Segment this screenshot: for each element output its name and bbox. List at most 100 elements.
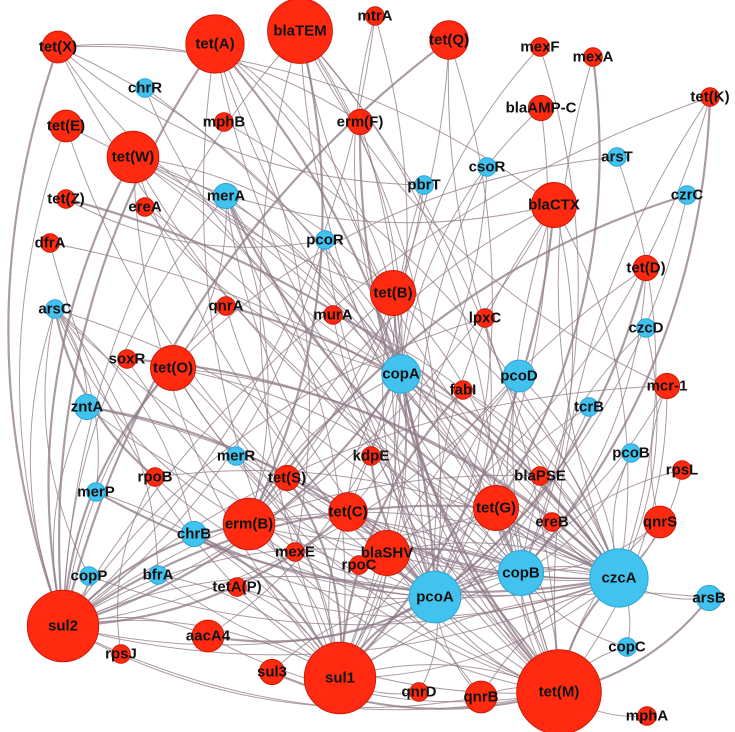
node-circle-soxr[interactable] (117, 349, 137, 369)
node-circle-tet-w[interactable] (106, 130, 160, 184)
node-circle-czca[interactable] (589, 548, 649, 608)
node-rpoc[interactable]: rpoC (342, 555, 377, 575)
node-circle-mtra[interactable] (365, 6, 385, 26)
node-circle-merp[interactable] (86, 482, 106, 502)
node-czrc[interactable]: czrC (671, 185, 704, 205)
node-circle-fabi[interactable] (453, 380, 473, 400)
node-ereb[interactable]: ereB (535, 512, 569, 532)
node-circle-czcd[interactable] (636, 318, 656, 338)
node-circle-blashv[interactable] (364, 530, 410, 576)
node-teta-p[interactable]: tetA(P) (212, 577, 262, 597)
node-tet-x[interactable]: tet(X) (39, 30, 77, 64)
node-znta[interactable]: zntA (71, 393, 104, 421)
node-mphb[interactable]: mphB (203, 112, 246, 132)
node-circle-copa[interactable] (381, 354, 421, 394)
node-circle-ereb[interactable] (542, 512, 562, 532)
node-chrb[interactable]: chrB (177, 520, 211, 548)
node-tet-z[interactable]: tet(Z) (47, 189, 85, 209)
node-circle-znta[interactable] (73, 393, 101, 421)
node-circle-tet-s[interactable] (273, 464, 301, 492)
node-circle-arsc[interactable] (45, 299, 65, 319)
node-csor[interactable]: csoR (469, 157, 506, 177)
node-copc[interactable]: copC (608, 637, 646, 657)
node-pcor[interactable]: pcoR (306, 230, 344, 250)
node-circle-mexe[interactable] (285, 542, 305, 562)
node-circle-tet-m[interactable] (516, 649, 602, 732)
node-circle-mera[interactable] (212, 182, 240, 210)
node-qnrb[interactable]: qnrB (464, 680, 499, 714)
node-qnrd[interactable]: qnrD (402, 682, 437, 702)
node-circle-tet-d[interactable] (632, 254, 660, 282)
node-circle-rpsl[interactable] (672, 460, 692, 480)
node-blatem[interactable]: blaTEM (267, 0, 333, 64)
node-circle-kdpe[interactable] (361, 446, 381, 466)
node-mexe[interactable]: mexE (275, 542, 315, 562)
node-circle-rpoc[interactable] (349, 555, 369, 575)
node-circle-copb[interactable] (498, 550, 544, 596)
node-erea[interactable]: ereA (128, 197, 162, 217)
node-circle-blactx[interactable] (531, 182, 577, 228)
node-circle-csor[interactable] (477, 157, 497, 177)
node-tet-m[interactable]: tet(M) (516, 649, 602, 732)
node-circle-sul2[interactable] (26, 589, 100, 663)
node-mera[interactable]: merA (207, 182, 246, 210)
node-circle-mpha[interactable] (637, 706, 657, 726)
node-circle-qnrd[interactable] (409, 682, 429, 702)
node-arsc[interactable]: arsC (38, 299, 72, 319)
node-mpha[interactable]: mphA (626, 706, 669, 726)
node-circle-qnrs[interactable] (643, 505, 677, 539)
node-circle-bfra[interactable] (148, 565, 168, 585)
node-circle-mura[interactable] (323, 305, 343, 325)
node-tet-d[interactable]: tet(D) (626, 254, 666, 282)
node-circle-pcod[interactable] (502, 359, 536, 393)
node-circle-tcrb[interactable] (579, 397, 599, 417)
node-blapse[interactable]: blaPSE (514, 466, 566, 486)
node-erm-b[interactable]: erm(B) (222, 497, 276, 551)
node-circle-erea[interactable] (135, 197, 155, 217)
node-circle-tet-c[interactable] (328, 492, 368, 532)
node-circle-czrc[interactable] (677, 185, 697, 205)
node-pcoa[interactable]: pcoA (408, 570, 462, 624)
node-circle-teta-p[interactable] (227, 577, 247, 597)
node-rpsl[interactable]: rpsL (666, 460, 699, 480)
node-circle-copp[interactable] (79, 566, 99, 586)
node-circle-mphb[interactable] (214, 112, 234, 132)
node-lpxc[interactable]: lpxC (469, 308, 502, 328)
node-soxr[interactable]: soxR (109, 349, 146, 369)
node-circle-tet-b[interactable] (370, 270, 416, 316)
node-circle-tet-z[interactable] (56, 189, 76, 209)
node-circle-rpsj[interactable] (111, 644, 131, 664)
node-blactx[interactable]: blaCTX (528, 182, 580, 228)
node-fabi[interactable]: fabI (450, 380, 477, 400)
node-copa[interactable]: copA (381, 354, 421, 394)
node-tet-b[interactable]: tet(B) (370, 270, 416, 316)
node-sul2[interactable]: sul2 (26, 589, 100, 663)
node-circle-erm-f[interactable] (346, 108, 374, 136)
node-mexa[interactable]: mexA (573, 47, 614, 67)
node-circle-blapse[interactable] (530, 466, 550, 486)
node-circle-blatem[interactable] (267, 0, 333, 64)
node-circle-tet-e[interactable] (49, 109, 83, 143)
node-sul1[interactable]: sul1 (303, 641, 377, 715)
node-blashv[interactable]: blaSHV (361, 530, 414, 576)
node-mexf[interactable]: mexF (520, 37, 560, 57)
node-czca[interactable]: czcA (589, 548, 649, 608)
node-qnra[interactable]: qnrA (209, 296, 244, 316)
node-circle-qnra[interactable] (216, 296, 236, 316)
node-tet-a[interactable]: tet(A) (185, 14, 245, 74)
node-tet-e[interactable]: tet(E) (47, 109, 85, 143)
node-circle-chrr[interactable] (135, 78, 155, 98)
node-circle-pcoa[interactable] (408, 570, 462, 624)
node-circle-rpob[interactable] (145, 467, 165, 487)
node-arsb[interactable]: arsB (692, 584, 726, 612)
node-rpob[interactable]: rpoB (138, 467, 173, 487)
node-merr[interactable]: merR (217, 446, 256, 466)
node-circle-chrb[interactable] (180, 520, 208, 548)
node-circle-arsb[interactable] (695, 584, 723, 612)
node-tet-g[interactable]: tet(G) (473, 485, 519, 531)
node-tet-s[interactable]: tet(S) (268, 464, 306, 492)
node-copp[interactable]: copP (71, 566, 108, 586)
node-erm-f[interactable]: erm(F) (337, 108, 384, 136)
node-circle-tet-q[interactable] (429, 20, 469, 60)
node-circle-arst[interactable] (607, 147, 627, 167)
